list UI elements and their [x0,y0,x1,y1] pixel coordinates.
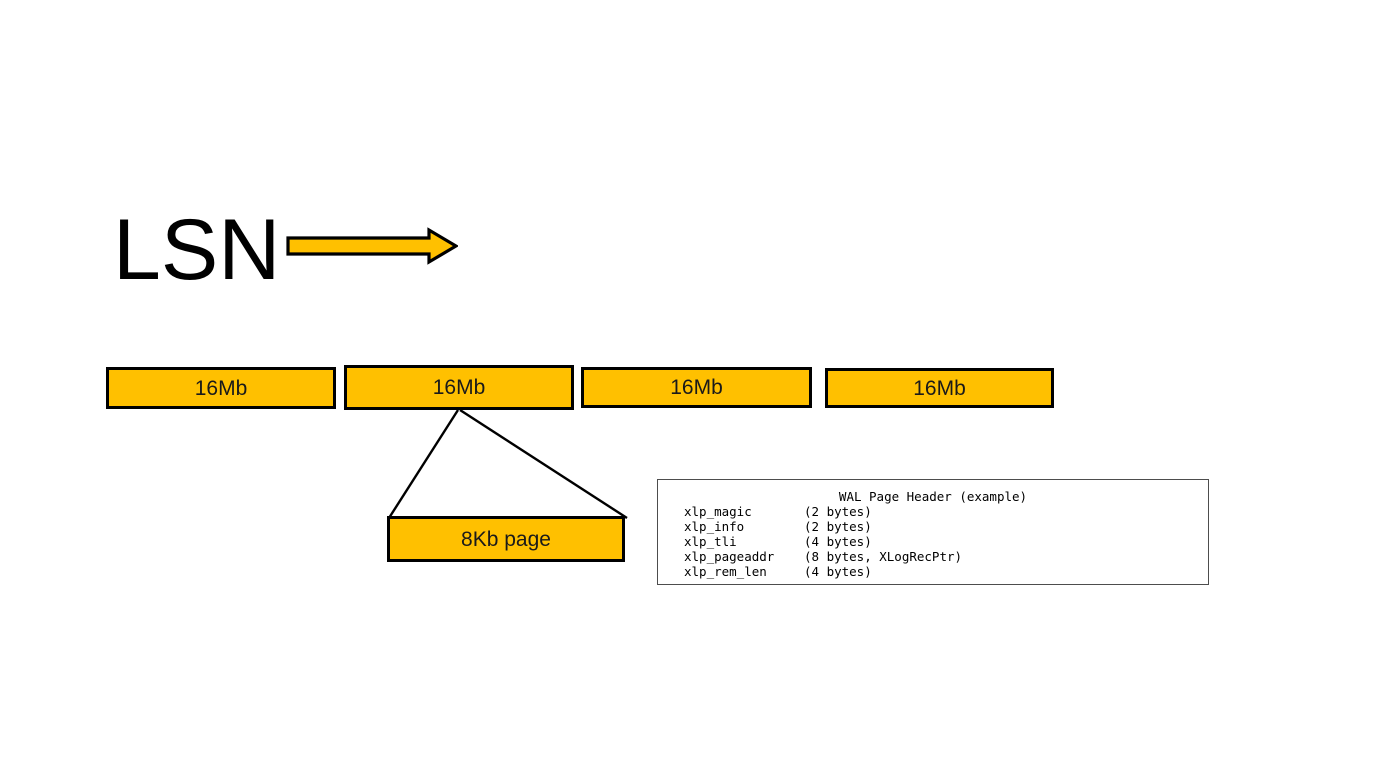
wal-header-field-row: xlp_tli (4 bytes) [658,534,1208,549]
wal-field-size: (8 bytes, XLogRecPtr) [804,549,963,564]
wal-segment-box-1[interactable]: 16Mb [106,367,336,409]
wal-field-size: (2 bytes) [804,519,872,534]
lsn-title-label: LSN [113,202,281,298]
wal-header-field-row: xlp_magic (2 bytes) [658,504,1208,519]
wal-field-name: xlp_pageaddr [684,549,775,564]
wal-header-field-row: xlp_rem_len (4 bytes) [658,564,1208,579]
wal-page-header-panel: WAL Page Header (example) xlp_magic (2 b… [657,479,1209,585]
lsn-direction-arrow [286,227,458,265]
wal-header-field-row: xlp_pageaddr (8 bytes, XLogRecPtr) [658,549,1208,564]
wal-field-size: (4 bytes) [804,564,872,579]
wal-field-name: xlp_rem_len [684,564,767,579]
wal-segment-box-3[interactable]: 16Mb [581,367,812,408]
page-box-label: 8Kb page [461,527,551,551]
wal-header-field-row: xlp_info (2 bytes) [658,519,1208,534]
wal-field-size: (4 bytes) [804,534,872,549]
wal-field-name: xlp_magic [684,504,752,519]
page-box[interactable]: 8Kb page [387,516,625,562]
wal-field-name: xlp_tli [684,534,737,549]
segment-label: 16Mb [194,376,248,400]
wal-field-size: (2 bytes) [804,504,872,519]
wal-panel-title: WAL Page Header (example) [838,489,1028,504]
wal-field-name: xlp_info [684,519,745,534]
zoom-connector-lines [387,408,628,520]
segment-label: 16Mb [913,376,966,400]
segment-label: 16Mb [670,376,723,399]
segment-label: 16Mb [432,376,486,399]
wal-segment-box-4[interactable]: 16Mb [825,368,1054,408]
wal-segment-box-2[interactable]: 16Mb [344,365,574,410]
